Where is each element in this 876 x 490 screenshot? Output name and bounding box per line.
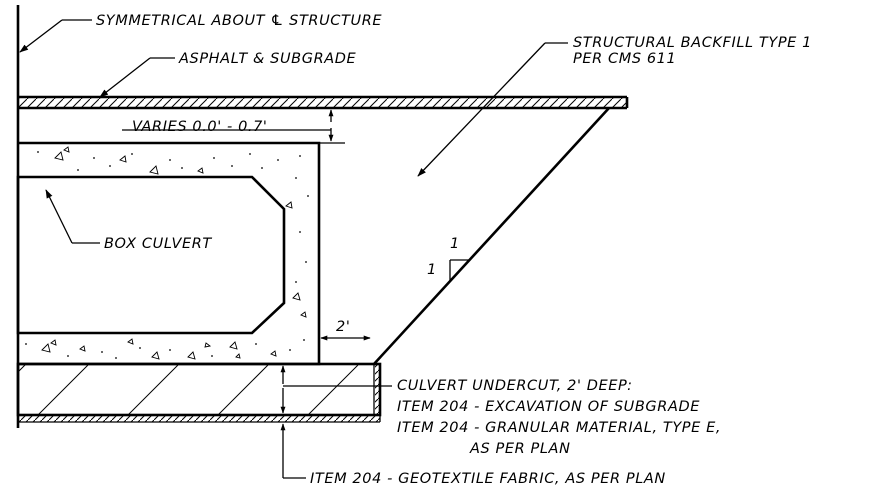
slope-indicator [449, 259, 470, 282]
label-box-culvert: BOX CULVERT [104, 236, 212, 252]
varies-label: VARIES 0.0' - 0.7' [132, 119, 268, 135]
label-backfill-line2: PER CMS 611 [573, 51, 676, 67]
leader-box-culvert [45, 189, 100, 244]
label-undercut-line3: ITEM 204 - GRANULAR MATERIAL, TYPE E, [397, 420, 721, 436]
undercut-area [16, 362, 382, 417]
concrete-aggregate [25, 146, 309, 360]
geotextile-fabric [18, 364, 381, 423]
label-undercut-line1: CULVERT UNDERCUT, 2' DEEP: [397, 378, 633, 394]
leader-symmetrical [19, 19, 92, 53]
leader-geotextile [280, 423, 306, 479]
backfill-slope-line [373, 107, 610, 365]
two-foot-label: 2' [336, 319, 350, 335]
label-undercut-line2: ITEM 204 - EXCAVATION OF SUBGRADE [397, 399, 700, 415]
leader-asphalt [99, 57, 175, 98]
leader-backfill [417, 42, 568, 177]
label-geotextile: ITEM 204 - GEOTEXTILE FABRIC, AS PER PLA… [310, 471, 666, 487]
slope-rise-label: 1 [427, 262, 437, 278]
slope-run-label: 1 [450, 236, 460, 252]
label-backfill-line1: STRUCTURAL BACKFILL TYPE 1 [573, 35, 812, 51]
label-undercut-line4: AS PER PLAN [469, 441, 571, 457]
box-culvert [16, 141, 321, 366]
label-symmetrical: SYMMETRICAL ABOUT ℄ STRUCTURE [96, 13, 382, 29]
label-asphalt: ASPHALT & SUBGRADE [178, 51, 357, 67]
varies-dimension [122, 109, 345, 144]
asphalt-layer [18, 95, 629, 110]
